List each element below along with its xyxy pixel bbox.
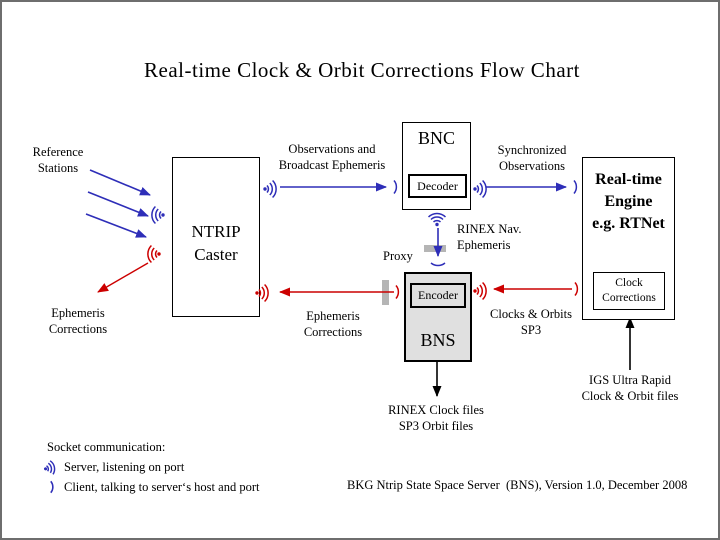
page-title: Real-time Clock & Orbit Corrections Flow…: [144, 58, 580, 82]
bns-label: BNS: [420, 330, 456, 350]
label-synchronized: Synchronized Observations: [497, 143, 567, 173]
label-proxy: Proxy: [383, 249, 413, 263]
arrow-ref-station-3: [85, 213, 147, 238]
bnc-left-client-socket-icon: [392, 179, 400, 195]
label-observations: Observations and Broadcast Ephemeris: [278, 142, 386, 172]
encoder-box: Encoder: [410, 283, 466, 308]
bnc-bottom-server-socket-icon: [426, 210, 448, 227]
decoder-label: Decoder: [417, 178, 458, 193]
legend-server-socket-icon: [43, 459, 56, 477]
arrow-ref-station-2: [87, 191, 149, 217]
ntrip-caster-box: NTRIP Caster: [172, 157, 260, 317]
rt-engine-left-client-socket-icon-red: [573, 281, 581, 297]
label-clocks-orbits-sp3: Clocks & Orbits SP3: [490, 307, 572, 337]
decoder-box: Decoder: [408, 174, 467, 198]
label-rinex-nav: RINEX Nav. Ephemeris: [457, 222, 522, 252]
label-rinex-clock-files: RINEX Clock files SP3 Orbit files: [388, 403, 484, 433]
legend-server-text: Server, listening on port: [64, 460, 185, 474]
ntrip-caster-label: NTRIP Caster: [191, 222, 241, 264]
footer-credit: BKG Ntrip State Space Server (BNS), Vers…: [347, 478, 688, 492]
rt-engine-label: Real-time Engine e.g. RTNet: [592, 171, 665, 232]
label-reference-stations: Reference Stations: [32, 145, 84, 175]
encoder-label: Encoder: [418, 288, 458, 302]
caster-right-server-socket-icon-red: [254, 282, 270, 304]
legend-client-text: Client, talking to server‘s host and por…: [64, 480, 260, 494]
bnc-label: BNC: [417, 128, 455, 148]
rt-engine-left-client-socket-icon: [572, 179, 580, 195]
bns-left-client-socket-icon: [394, 284, 402, 300]
clock-corrections-box: Clock Corrections: [593, 272, 665, 310]
legend-heading: Socket communication:: [47, 440, 166, 454]
proxy-bar-vertical: [382, 280, 389, 305]
label-ephemeris-corrections-left: Ephemeris Corrections: [48, 306, 108, 336]
legend-client-socket-icon: [49, 480, 56, 494]
bns-right-server-socket-icon: [472, 280, 488, 302]
arrow-ephemeris-out: [97, 262, 149, 293]
bns-top-client-socket-icon: [429, 261, 447, 270]
caster-right-server-socket-icon: [262, 178, 278, 200]
caster-left-server-socket-icon-red: [146, 243, 162, 265]
label-igs-ultra-rapid: IGS Ultra Rapid Clock & Orbit files: [581, 373, 679, 403]
bnc-right-server-socket-icon: [472, 178, 488, 200]
caster-left-server-socket-icon: [150, 204, 166, 226]
label-ephemeris-corrections-mid: Ephemeris Corrections: [303, 309, 363, 339]
proxy-bar-horizontal: [424, 245, 446, 252]
clock-corrections-label: Clock Corrections: [602, 277, 656, 304]
